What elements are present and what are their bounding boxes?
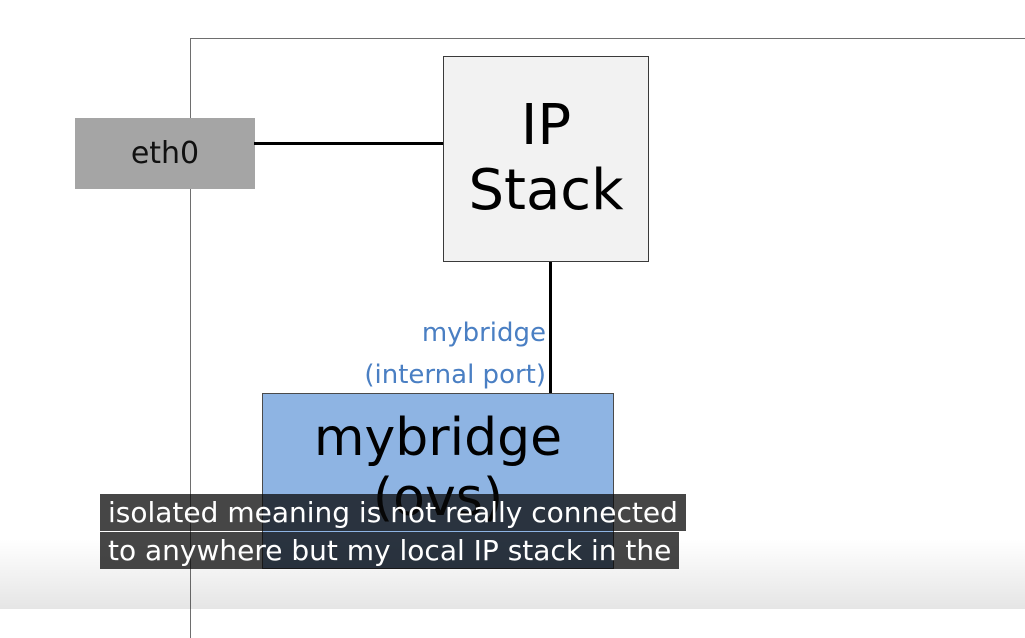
ip-stack-box: IP Stack [443,56,649,262]
port-label-type: (internal port) [364,360,546,390]
internal-port-label: mybridge (internal port) [364,312,546,396]
subtitle-line-2: to anywhere but my local IP stack in the [100,532,680,569]
port-label-name: mybridge [421,318,546,348]
ipstack-to-bridge-link [549,261,552,395]
eth0-interface-box: eth0 [75,118,255,189]
ip-stack-label-line1: IP [520,93,572,159]
eth0-to-ipstack-link [254,142,445,145]
ip-stack-label-line2: Stack [468,158,624,223]
subtitle-line-1: isolated meaning is not really connected [100,494,686,531]
bridge-name: mybridge [313,408,563,468]
host-boundary [190,38,1025,638]
subtitle-overlay: isolated meaning is not really connected… [100,494,686,570]
eth0-label: eth0 [130,136,200,171]
